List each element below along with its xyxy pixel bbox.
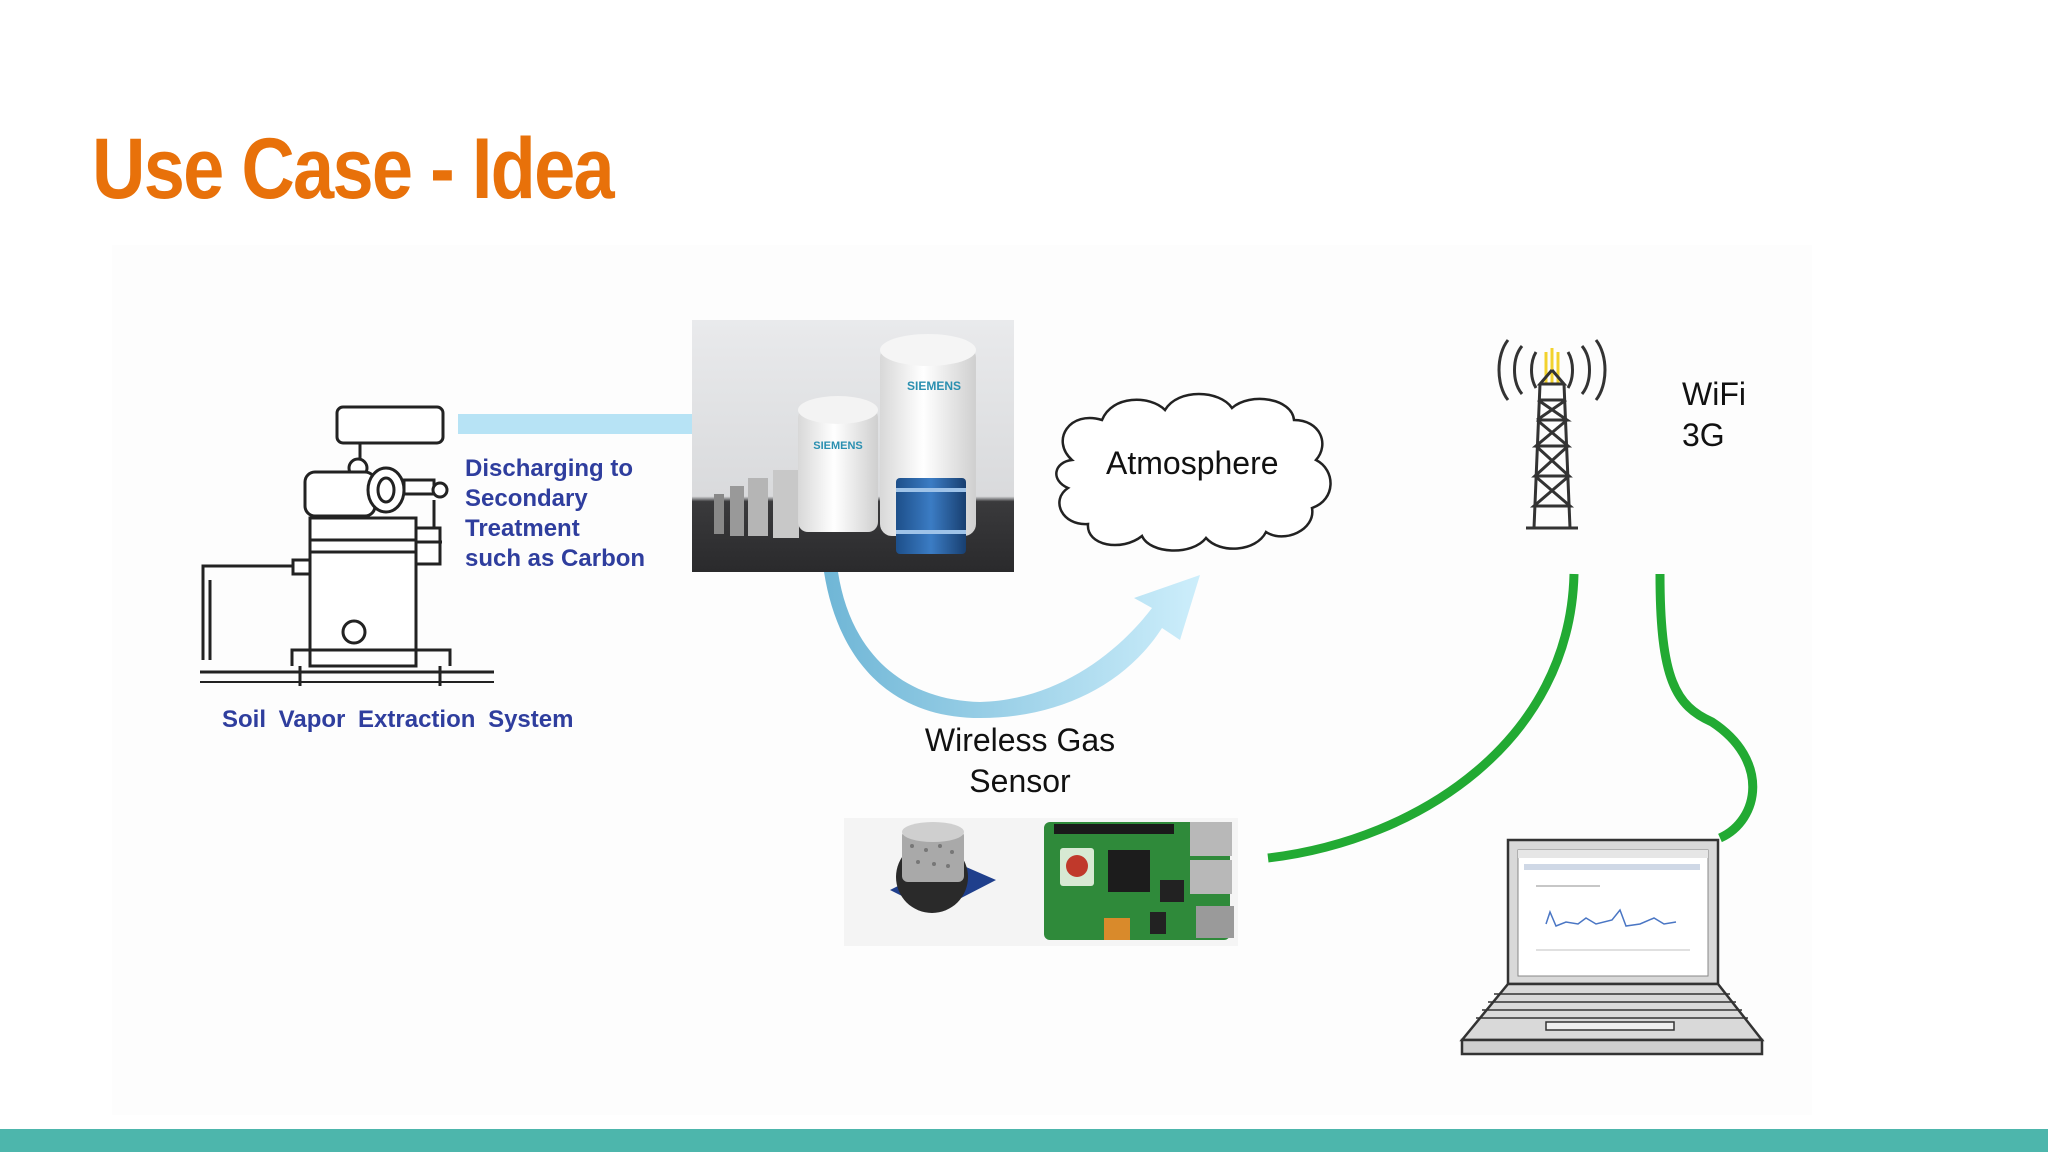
discharge-caption-line: Secondary [465,485,588,512]
emission-arc-arrow [824,572,1200,718]
discharge-caption-line: Treatment [465,515,580,542]
sensor-label-line: Wireless Gas [924,722,1116,758]
discharge-caption-line: Discharging to [465,455,634,482]
sve-system-caption: Soil Vapor Extraction System [222,706,574,733]
discharge-caption-line: such as Carbon [465,545,646,572]
network-label-line: WiFi [1682,376,1746,412]
sensor-to-tower-link [1267,573,1579,863]
raspberry-pi-board-photo [1040,818,1238,946]
network-label: WiFi 3G [1682,374,1746,456]
slide-title: Use Case - Idea [92,121,615,217]
network-label-line: 3G [1682,417,1725,453]
atmosphere-label: Atmosphere [1106,445,1279,481]
tank-brand-large: SIEMENS [907,379,961,393]
carbon-tanks-photo: SIEMENS SIEMENS [692,320,1014,572]
wireless-gas-sensor-label: Wireless Gas Sensor [900,720,1140,802]
discharge-caption: Discharging to Secondary Treatment such … [465,454,695,574]
tower-to-laptop-link [1655,573,1758,843]
tank-brand-small: SIEMENS [813,440,863,452]
laptop-icon [1459,838,1765,1056]
sensor-label-line: Sensor [969,763,1071,799]
network-link-lines [1267,573,1758,863]
soil-vapor-extraction-system-drawing [200,405,494,686]
cell-tower-icon [1497,339,1607,530]
gas-sensor-module-photo [844,818,1040,946]
discharge-arrow [458,398,725,450]
atmosphere-cloud-icon [1055,392,1332,552]
footer-accent-bar [0,1129,2048,1152]
